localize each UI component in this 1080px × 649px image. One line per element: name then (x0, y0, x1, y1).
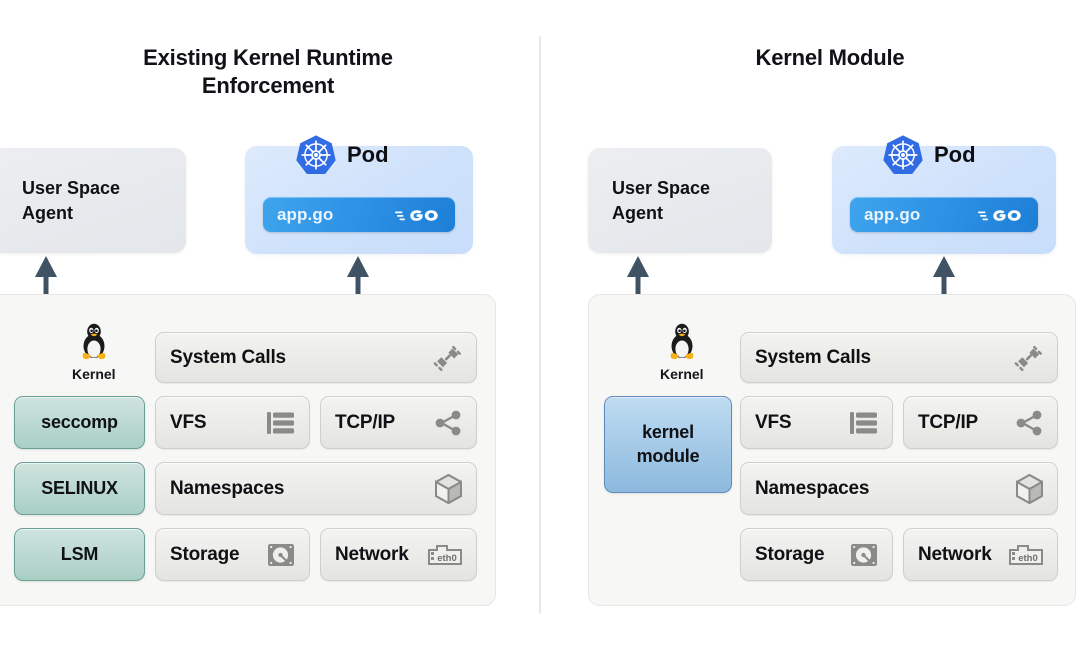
kernel-subsystem-namespaces-left[interactable]: Namespaces (155, 462, 477, 515)
tile-label: Network (918, 543, 992, 565)
tile-label: System Calls (170, 346, 286, 368)
tile-label: VFS (755, 411, 792, 433)
user-space-agent-box-left[interactable]: User Space Agent (0, 148, 186, 253)
golang-icon (978, 205, 1024, 225)
pod-header: Pod (882, 134, 976, 176)
appgo-filename: app.go (864, 204, 921, 224)
kernel-subsystem-network-right[interactable]: Network eth0 (903, 528, 1058, 581)
cube-icon (435, 473, 462, 504)
pod-box-left[interactable]: Pod app.go (245, 135, 473, 254)
share-network-icon (1015, 409, 1043, 437)
kernel-subsystem-vfs-left[interactable]: VFS (155, 396, 310, 449)
filesystem-stack-icon (850, 410, 878, 436)
plug-connector-icon (1013, 345, 1043, 371)
security-module-selinux[interactable]: SELINUX (14, 462, 145, 515)
svg-text:eth0: eth0 (437, 553, 457, 564)
tile-label: TCP/IP (335, 411, 396, 433)
kernel-subsystem-storage-left[interactable]: Storage (155, 528, 310, 581)
security-module-kernel-module[interactable]: kernel module (604, 396, 732, 493)
user-space-agent-label: User Space Agent (22, 178, 121, 223)
pod-header: Pod (295, 134, 389, 176)
kernel-subsystem-tcpip-right[interactable]: TCP/IP (903, 396, 1058, 449)
linux-kernel-badge-right: Kernel (660, 322, 704, 382)
kubernetes-icon (295, 134, 337, 176)
security-module-seccomp[interactable]: seccomp (14, 396, 145, 449)
tile-label: Network (335, 543, 409, 565)
eth0-nic-icon: eth0 (428, 543, 462, 567)
kernel-os-label: Kernel (660, 366, 704, 382)
panel-title-left: Existing Kernel Runtime Enforcement (143, 45, 393, 99)
cube-icon (1016, 473, 1043, 504)
kubernetes-icon (882, 134, 924, 176)
tile-label: Namespaces (170, 477, 285, 499)
user-space-agent-box-right[interactable]: User Space Agent (588, 148, 772, 253)
tile-label: Storage (755, 543, 825, 565)
tile-label: seccomp (41, 412, 118, 432)
panel-title-right: Kernel Module (755, 45, 905, 70)
appgo-chip-right[interactable]: app.go (850, 197, 1038, 232)
tile-label: Namespaces (755, 477, 870, 499)
hard-disk-icon (850, 542, 878, 568)
linux-tux-icon (665, 322, 699, 365)
security-module-lsm[interactable]: LSM (14, 528, 145, 581)
kernel-os-label: Kernel (72, 366, 116, 382)
kernel-subsystem-vfs-right[interactable]: VFS (740, 396, 893, 449)
tile-label: SELINUX (41, 478, 118, 498)
user-space-agent-label: User Space Agent (612, 178, 711, 223)
appgo-chip-left[interactable]: app.go (263, 197, 455, 232)
golang-icon (395, 205, 441, 225)
filesystem-stack-icon (267, 410, 295, 436)
tile-label: System Calls (755, 346, 871, 368)
kernel-subsystem-namespaces-right[interactable]: Namespaces (740, 462, 1058, 515)
tile-label: Storage (170, 543, 240, 565)
svg-text:eth0: eth0 (1018, 553, 1038, 564)
kernel-subsystem-network-left[interactable]: Network eth0 (320, 528, 477, 581)
eth0-nic-icon: eth0 (1009, 543, 1043, 567)
tile-label: LSM (60, 544, 99, 564)
pod-box-right[interactable]: Pod app.go (832, 135, 1056, 254)
pod-label: Pod (347, 142, 389, 167)
appgo-filename: app.go (277, 204, 334, 224)
tile-label: VFS (170, 411, 207, 433)
linux-kernel-badge-left: Kernel (72, 322, 116, 382)
pod-label: Pod (934, 142, 976, 167)
kernel-subsystem-system-calls-left[interactable]: System Calls (155, 332, 477, 383)
linux-tux-icon (77, 322, 111, 365)
hard-disk-icon (267, 542, 295, 568)
tile-label: TCP/IP (918, 411, 979, 433)
kernel-subsystem-storage-right[interactable]: Storage (740, 528, 893, 581)
panel-divider (539, 36, 541, 614)
share-network-icon (434, 409, 462, 437)
kernel-subsystem-system-calls-right[interactable]: System Calls (740, 332, 1058, 383)
plug-connector-icon (432, 345, 462, 371)
tile-label: kernel module (636, 421, 700, 466)
kernel-subsystem-tcpip-left[interactable]: TCP/IP (320, 396, 477, 449)
